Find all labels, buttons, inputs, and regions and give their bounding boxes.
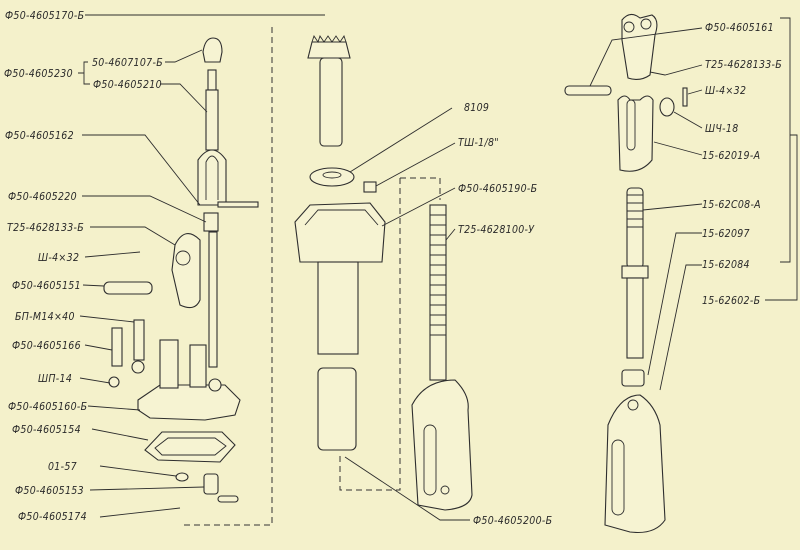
- label-f50-4605210: Ф50-4605210: [93, 79, 162, 91]
- washer-right: [659, 97, 675, 117]
- label-bp-m14x40: БП-М14×40: [15, 311, 75, 323]
- gasket: [144, 431, 236, 463]
- gear-housing: [294, 202, 386, 355]
- label-t25-4628100-u: Т25-4628100-У: [458, 224, 535, 236]
- label-15-62602-b: 15-62602-Б: [702, 295, 760, 307]
- label-shp-14: ШП-14: [38, 373, 72, 385]
- label-15-62084: 15-62084: [702, 259, 750, 271]
- label-f50-4605220: Ф50-4605220: [8, 191, 77, 203]
- clevis-top: [621, 13, 658, 81]
- clevis-lower: [617, 95, 654, 172]
- label-15-62019-a: 15-62019-А: [702, 150, 760, 162]
- bolt-1: [133, 319, 145, 361]
- assembly-dash-left: [180, 27, 273, 526]
- label-f50-4605166: Ф50-4605166: [12, 340, 81, 352]
- label-f50-4605230: Ф50-4605230: [4, 68, 73, 80]
- lever-knob: [202, 37, 223, 63]
- label-f50-4605200-b: Ф50-4605200-Б: [473, 515, 552, 527]
- label-sh-4x32-right: Ш-4×32: [705, 85, 746, 97]
- fork-end-right: [604, 394, 666, 534]
- label-50-4607107-b: 50-4607107-Б: [92, 57, 163, 69]
- threaded-rod-right: [621, 187, 649, 359]
- label-f50-4605190-b: Ф50-4605190-Б: [458, 183, 537, 195]
- nut-right: [621, 369, 645, 387]
- ring-01-57: [175, 472, 189, 482]
- label-t25-4628133-b: Т25-4628133-Б: [7, 222, 84, 234]
- label-f50-4605154: Ф50-4605154: [12, 424, 81, 436]
- assembly-dash-middle-top: [400, 177, 441, 200]
- small-gear: [203, 473, 239, 503]
- housing-base: [137, 339, 241, 421]
- fork-end-middle: [411, 379, 473, 511]
- label-8109: 8109: [464, 102, 489, 114]
- leader-lines: [79, 14, 703, 521]
- label-f50-4605162: Ф50-4605162: [5, 130, 74, 142]
- long-shaft: [208, 231, 218, 368]
- label-sh-4x32: Ш-4×32: [38, 252, 79, 264]
- bracket-right-inner: [780, 17, 791, 263]
- label-shch-18: ШЧ-18: [705, 123, 739, 135]
- label-f50-4605151: Ф50-4605151: [12, 280, 81, 292]
- label-f50-4605174: Ф50-4605174: [18, 511, 87, 523]
- threaded-rod: [429, 204, 447, 381]
- label-t25-4628133-b-right: Т25-4628133-Б: [705, 59, 782, 71]
- label-tsh-1-8: ТШ-1/8": [458, 137, 499, 149]
- lever-rod: [197, 69, 259, 208]
- label-f50-4605153: Ф50-4605153: [15, 485, 84, 497]
- pin-left: [103, 281, 153, 295]
- label-01-57: 01-57: [48, 461, 77, 473]
- assembly-dash-middle: [339, 178, 401, 491]
- sleeve: [317, 367, 357, 451]
- bracket-left: [78, 61, 90, 85]
- label-15-62097: 15-62097: [702, 228, 750, 240]
- label-f50-4605170-b: Ф50-4605170-Б: [5, 10, 84, 22]
- label-15-62c08-a: 15-62С08-А: [702, 199, 761, 211]
- washer-left: [108, 360, 145, 388]
- grease-fitting: [363, 181, 377, 193]
- cotter-pin-right: [682, 87, 688, 107]
- bolt-2: [111, 327, 123, 367]
- block-part: [203, 212, 219, 232]
- fork-link: [171, 233, 201, 309]
- label-f50-4605161: Ф50-4605161: [705, 22, 774, 34]
- pin-right: [564, 85, 612, 96]
- bracket-right-outer: [765, 134, 798, 301]
- label-f50-4605160-b: Ф50-4605160-Б: [8, 401, 87, 413]
- gear-shaft: [307, 34, 351, 147]
- bearing-8109: [309, 167, 355, 187]
